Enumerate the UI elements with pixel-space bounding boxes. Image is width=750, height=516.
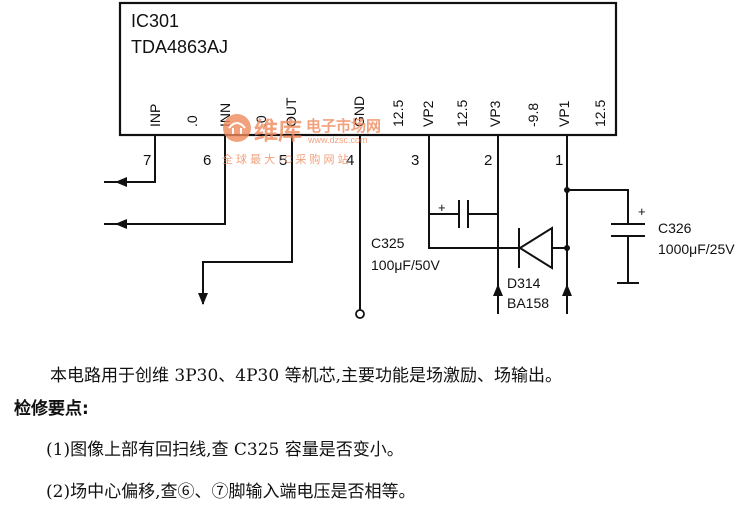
maintenance-item: (2)场中心偏移,查⑥、⑦脚输入端电压是否相等。: [46, 482, 416, 502]
pin-number-6: 6: [203, 152, 211, 169]
watermark-sub: 电子市场网: [306, 117, 381, 135]
pin6-input-wire: [104, 135, 226, 229]
pin-number-4: 4: [346, 152, 354, 169]
c326-polarity: +: [638, 204, 646, 219]
pin-name-vp1: VP1: [556, 100, 572, 127]
pin7-input-wire: [104, 135, 156, 187]
pin4-ground-wire: [355, 135, 365, 319]
pin-name-gnd: GND: [351, 96, 367, 127]
watermark-brand: 维库: [254, 117, 302, 145]
pin-name-dot0-a: .0: [184, 115, 200, 127]
pin-name-125-a: 12.5: [390, 100, 406, 127]
d314-ref: D314: [507, 275, 541, 291]
pin-name-dot0-b: .0: [253, 115, 269, 127]
pin-name-inp: INP: [147, 104, 163, 127]
pin-name-vp2: VP2: [420, 100, 436, 127]
maintenance-item: (1)图像上部有回扫线,查 C325 容量是否变小。: [46, 440, 404, 460]
pin-number-2: 2: [484, 152, 492, 169]
pin2-vp3-wire: [493, 135, 503, 314]
d314-part: BA158: [507, 295, 549, 311]
watermark: 维库 电子市场网 www.dzsc.com 全 球 最 大 I C 采 购 网 …: [222, 114, 381, 166]
ic-part-label: TDA4863AJ: [131, 37, 228, 57]
pin-number-1: 1: [555, 152, 563, 169]
pin-name-out: OUT: [283, 97, 299, 127]
watermark-logo-icon: [223, 114, 251, 142]
c326-ref: C326: [658, 220, 692, 236]
maintenance-heading: 检修要点:: [14, 399, 89, 419]
c325-value: 100μF/50V: [371, 257, 440, 273]
pin-name-125-c: 12.5: [592, 100, 608, 127]
pin-name-neg98: -9.8: [525, 103, 541, 127]
pin-name-125-b: 12.5: [454, 100, 470, 127]
watermark-url: www.dzsc.com: [307, 135, 368, 145]
pin-number-7: 7: [143, 152, 151, 169]
pin1-vp1-wire: [562, 135, 629, 314]
c325-capacitor: [458, 200, 498, 228]
c325-polarity: +: [438, 200, 446, 215]
pin-number-3: 3: [411, 152, 419, 169]
ic-ref-label: IC301: [131, 11, 179, 31]
c326-value: 1000μF/25V: [658, 241, 735, 257]
pin-name-vp3: VP3: [487, 100, 503, 127]
watermark-tagline: 全 球 最 大 I C 采 购 网 站: [222, 152, 349, 166]
d314-diode: [518, 226, 553, 270]
pin-number-5: 5: [279, 152, 287, 169]
circuit-description: 本电路用于创维 3P30、4P30 等机芯,主要功能是场激励、场输出。: [50, 366, 562, 386]
ic-body: [118, 1, 618, 137]
c325-ref: C325: [371, 235, 405, 251]
c326-capacitor: [611, 223, 645, 284]
schematic-diagram: IC301 TDA4863AJ INP .0 INN .0 OUT GND 12…: [104, 1, 735, 319]
pin5-output-wire: [198, 135, 293, 305]
